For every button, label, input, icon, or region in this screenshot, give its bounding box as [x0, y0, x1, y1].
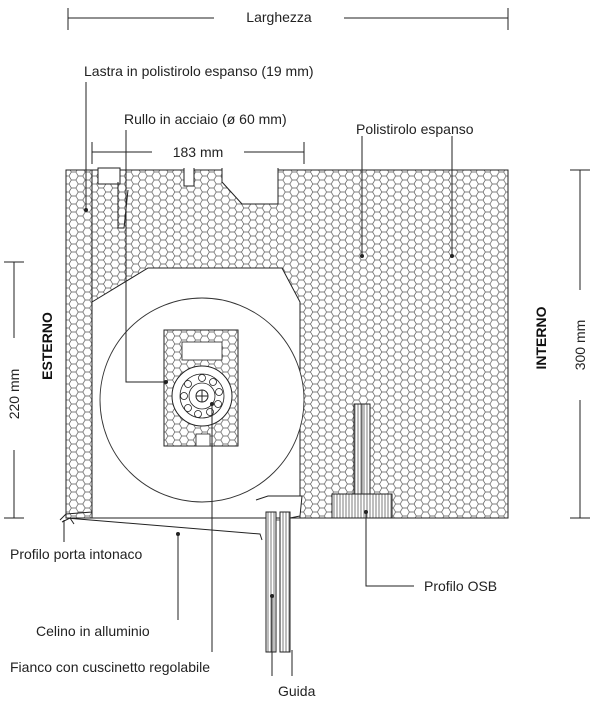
eps-sheet-label: Lastra in polistirolo espanso (19 mm) [84, 63, 314, 79]
left-height-label: 220 mm [6, 369, 22, 420]
roller-width-label: 183 mm [173, 144, 224, 160]
guide-rail [255, 495, 303, 653]
inside-label: INTERNO [533, 306, 549, 369]
osb-profile [331, 403, 393, 519]
osb-profile-label: Profilo OSB [424, 578, 497, 594]
width-label: Larghezza [246, 9, 312, 25]
right-height-label: 300 mm [572, 320, 588, 371]
side-bearing-plate [163, 329, 239, 447]
guide-label: Guida [278, 683, 316, 699]
leader-lines [63, 82, 454, 676]
width-dimension [67, 8, 509, 30]
aluminium-lintel [59, 470, 263, 541]
outside-label: ESTERNO [39, 312, 55, 380]
left-height-dimension [4, 261, 24, 519]
steel-roller-label: Rullo in acciaio (ø 60 mm) [124, 111, 287, 127]
eps-label: Polistirolo espanso [356, 121, 474, 137]
aluminium-lintel-label: Celino in alluminio [36, 623, 150, 639]
bearing-balls [180, 374, 223, 418]
right-height-dimension [570, 169, 590, 519]
roller-width-dimension [91, 142, 305, 164]
plaster-profile-label: Profilo porta intonaco [10, 546, 143, 562]
side-bearing-label: Fianco con cuscinetto regolabile [10, 659, 210, 675]
